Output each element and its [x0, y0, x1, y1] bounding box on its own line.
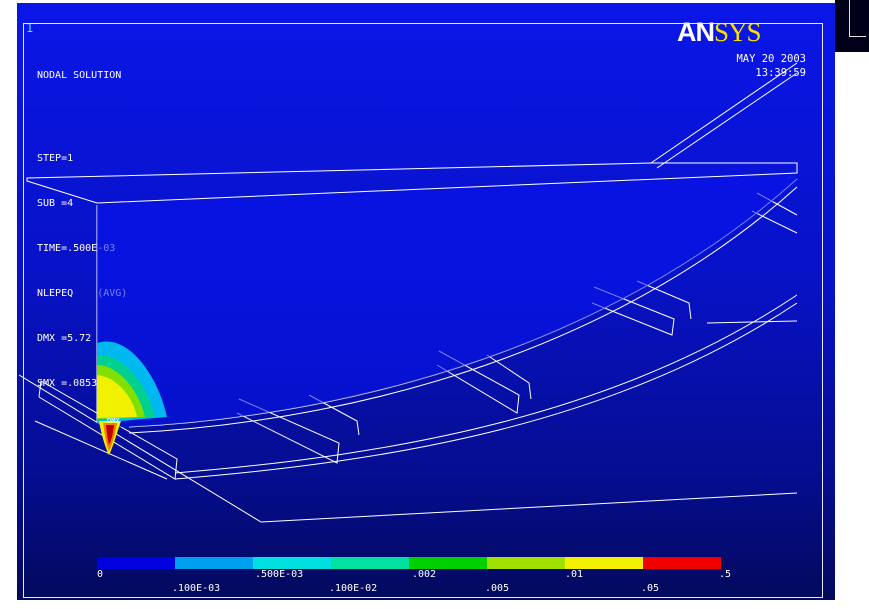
corner-bracket-icon	[849, 0, 866, 37]
logo-suffix: SYS	[714, 17, 762, 47]
legend-label-5: .100E-03	[172, 583, 221, 594]
ansys-logo: ANSYS	[677, 17, 762, 48]
legend-label-3: .01	[565, 569, 584, 580]
logo-prefix: AN	[677, 17, 715, 47]
floor-edge-right	[706, 320, 798, 324]
info-time: TIME=.500E-03	[37, 243, 116, 254]
legend-label-8: .05	[641, 583, 660, 594]
outer-curve-inner	[174, 294, 798, 474]
window-number: 1	[26, 21, 34, 35]
stress-contours	[97, 341, 167, 455]
top-flange-ridge	[650, 62, 798, 164]
contour-legend	[97, 557, 737, 569]
legend-band-3	[253, 557, 331, 569]
outer-curve	[174, 302, 798, 480]
info-sub: SUB =4	[37, 198, 74, 209]
web-bottom-edge-2	[128, 186, 798, 434]
info-step: STEP=1	[37, 153, 74, 164]
window-corner-control[interactable]	[835, 0, 869, 52]
legend-label-2: .002	[412, 569, 437, 580]
solution-title: NODAL SOLUTION	[37, 70, 122, 81]
legend-band-6	[487, 557, 565, 569]
web-surface	[97, 175, 797, 427]
stiffeners	[34, 192, 798, 480]
viewport[interactable]: 1 ANSYS MAY 20 2003 13:39:59 NODAL SOLUT…	[17, 3, 835, 600]
legend-band-2	[175, 557, 253, 569]
legend-band-7	[565, 557, 643, 569]
legend-label-0: 0	[97, 569, 104, 580]
legend-label-4: .5	[719, 569, 732, 580]
legend-band-1	[97, 557, 175, 569]
fe-model-plot: DMX	[18, 62, 798, 523]
legend-label-1: .500E-03	[255, 569, 304, 580]
top-flange	[26, 162, 798, 204]
legend-band-4	[331, 557, 409, 569]
legend-band-5	[409, 557, 487, 569]
legend-band-8	[643, 557, 721, 569]
info-dmx: DMX =5.72	[37, 333, 92, 344]
dmx-marker: DMX	[107, 417, 120, 425]
legend-label-7: .005	[485, 583, 510, 594]
legend-label-6: .100E-02	[329, 583, 378, 594]
timestamp-date: MAY 20 2003	[736, 53, 806, 65]
top-flange-ridge-2	[656, 72, 798, 169]
